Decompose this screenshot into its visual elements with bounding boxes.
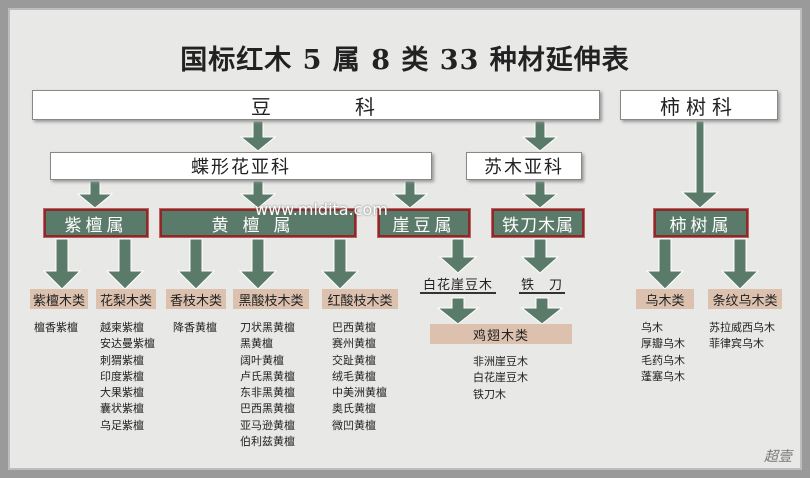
arrow-icon: [42, 238, 82, 290]
class-label: 鸡翅木类: [430, 324, 572, 344]
species-item: 厚瓣乌木: [641, 337, 685, 351]
species-list: 刀状黑黄檀黑黄檀阔叶黄檀卢氏黑黄檀东非黑黄檀巴西黑黄檀亚马逊黄檀伯利兹黄檀: [240, 320, 295, 450]
species-item: 蓬塞乌木: [641, 369, 685, 383]
species-list: 苏拉威西乌木菲律宾乌木: [709, 320, 775, 353]
species-item: 乌足紫檀: [100, 418, 144, 432]
arrow-icon: [239, 120, 277, 152]
arrow-icon: [720, 238, 760, 290]
species-item: 越柬紫檀: [100, 321, 144, 334]
class-label: 花梨木类: [96, 289, 156, 309]
species-item: 卢氏黑黄檀: [240, 369, 295, 383]
species-item: 巴西黄檀: [332, 321, 376, 334]
arrow-icon: [521, 180, 559, 209]
arrow-icon: [520, 297, 564, 325]
arrow-icon: [238, 238, 278, 290]
subfamily-caesalpinioideae: 苏木亚科: [466, 152, 582, 180]
arrow-icon: [320, 238, 360, 290]
species-item: 乌木: [641, 321, 663, 334]
species-item: 安达曼紫檀: [100, 337, 155, 351]
class-label: 红酸枝木类: [322, 289, 398, 309]
family-ebenaceae: 柿树科: [620, 90, 778, 120]
species-item: 交趾黄檀: [332, 353, 376, 367]
class-label: 条纹乌木类: [708, 289, 782, 309]
arrow-icon: [520, 238, 560, 274]
genus-diospyros: 柿树属: [654, 209, 748, 237]
species-item: 刀状黑黄檀: [240, 321, 295, 334]
species-item: 白花崖豆木: [473, 371, 528, 385]
species-item: 印度紫檀: [100, 369, 144, 383]
class-label: 香枝木类: [166, 289, 226, 309]
species-list: 越柬紫檀安达曼紫檀刺猬紫檀印度紫檀大果紫檀囊状紫檀乌足紫檀: [100, 320, 155, 434]
species-item: 赛州黄檀: [332, 337, 376, 351]
signature: 超壹: [764, 449, 792, 465]
species-list: 檀香紫檀: [34, 320, 78, 336]
intermediate-senna: 铁 刀: [519, 274, 565, 294]
class-label: 紫檀木类: [30, 289, 88, 309]
species-item: 绒毛黄檀: [332, 369, 376, 383]
species-item: 毛药乌木: [641, 353, 685, 367]
species-item: 菲律宾乌木: [709, 337, 764, 351]
genus-millettia: 崖豆属: [378, 209, 470, 237]
species-item: 亚马逊黄檀: [240, 418, 295, 432]
species-item: 中美洲黄檀: [332, 386, 387, 400]
class-label: 乌木类: [636, 289, 694, 309]
diagram-title: 国标红木 5 属 8 类 33 种材延伸表: [180, 45, 630, 76]
arrow-icon: [438, 238, 478, 274]
class-label: 黑酸枝木类: [233, 289, 309, 309]
species-item: 东非黑黄檀: [240, 386, 295, 400]
species-list: 乌木厚瓣乌木毛药乌木蓬塞乌木: [641, 320, 685, 385]
arrow-icon: [521, 120, 559, 152]
species-list: 非洲崖豆木白花崖豆木铁刀木: [473, 354, 528, 403]
arrow-icon: [391, 180, 429, 209]
species-item: 伯利兹黄檀: [240, 435, 295, 449]
family-legume: 豆 科: [32, 90, 600, 120]
species-item: 降香黄檀: [173, 321, 217, 334]
arrow-icon: [76, 180, 114, 209]
arrow-icon: [436, 297, 480, 325]
species-item: 非洲崖豆木: [473, 355, 528, 368]
species-item: 囊状紫檀: [100, 402, 144, 416]
arrow-icon: [239, 180, 277, 209]
arrow-icon: [680, 120, 720, 209]
species-item: 大果紫檀: [100, 386, 144, 400]
species-item: 巴西黑黄檀: [240, 402, 295, 416]
intermediate-millettia-leucantha: 白花崖豆木: [420, 274, 496, 294]
species-item: 刺猬紫檀: [100, 353, 144, 367]
species-item: 微凹黄檀: [332, 418, 376, 432]
species-item: 黑黄檀: [240, 337, 273, 351]
species-list: 降香黄檀: [173, 320, 217, 336]
arrow-icon: [105, 238, 145, 290]
arrow-icon: [176, 238, 216, 290]
watermark: www.mldita.com: [255, 200, 388, 219]
genus-dalbergia: 黄檀属: [160, 209, 356, 237]
subfamily-papilionoideae: 蝶形花亚科: [50, 152, 432, 180]
species-item: 檀香紫檀: [34, 321, 78, 334]
arrow-icon: [645, 238, 685, 290]
genus-senna: 铁刀木属: [492, 209, 584, 237]
species-list: 巴西黄檀赛州黄檀交趾黄檀绒毛黄檀中美洲黄檀奥氏黄檀微凹黄檀: [332, 320, 387, 434]
species-item: 阔叶黄檀: [240, 353, 284, 367]
genus-pterocarpus: 紫檀属: [44, 209, 148, 237]
species-item: 铁刀木: [473, 387, 506, 401]
species-item: 苏拉威西乌木: [709, 321, 775, 334]
species-item: 奥氏黄檀: [332, 402, 376, 416]
